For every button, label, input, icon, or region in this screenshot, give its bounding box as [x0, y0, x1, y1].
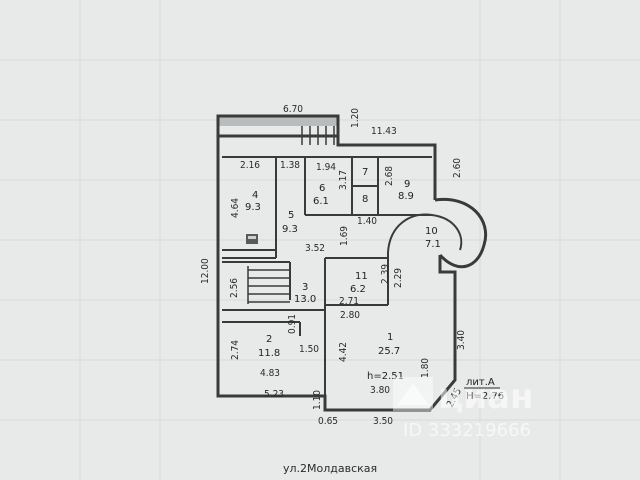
dim-r1-left: 4.42 — [338, 342, 349, 362]
outer-walls — [216, 114, 488, 412]
dim-bottom-mid: 3.50 — [373, 416, 393, 427]
room-1-number: 1 — [387, 332, 393, 343]
dim-r2-bottom: 4.83 — [260, 368, 280, 379]
dim-r1-bottom: 3.80 — [370, 385, 390, 396]
balcony-strip — [218, 116, 338, 126]
room-6-area: 6.1 — [313, 196, 329, 207]
balcony-outline — [216, 114, 340, 136]
room-5-number: 5 — [288, 210, 294, 221]
room-4-area: 9.3 — [245, 202, 261, 213]
room-11-number: 11 — [355, 271, 368, 282]
cian-logo-icon — [393, 377, 433, 411]
room-4-number: 4 — [252, 190, 258, 201]
staircase-room-3 — [247, 266, 290, 304]
room-9-number: 9 — [404, 179, 410, 190]
dim-left-total: 12.00 — [200, 258, 211, 284]
room-height-note: h=2.51 — [367, 371, 404, 382]
dim-r4-side: 4.64 — [230, 198, 241, 218]
room-2-area: 11.8 — [258, 348, 280, 359]
dim-notch-v: 1.10 — [312, 390, 323, 410]
dim-bottom-left: 5.23 — [264, 389, 284, 400]
dimension-labels: 6.70 1.20 11.43 2.16 1.38 1.94 2.60 4.64… — [200, 104, 467, 427]
boiler-symbol-inner — [248, 236, 256, 239]
dim-r2-right: 1.50 — [299, 344, 319, 355]
room-9-area: 8.9 — [398, 191, 414, 202]
watermark-id: ID 333219666 — [403, 420, 531, 441]
bay-wall — [434, 197, 488, 269]
room-10-area: 7.1 — [425, 239, 441, 250]
room-10-number: 10 — [425, 226, 438, 237]
dim-r11-right: 2.29 — [393, 268, 404, 288]
watermark-logo-text: циан — [438, 377, 533, 417]
floor-height-note: H=2.76 — [466, 391, 504, 402]
dim-r1-right: 3.40 — [456, 330, 467, 350]
dim-r4-top: 2.16 — [240, 160, 260, 171]
outer-wall-top — [218, 134, 437, 200]
room-labels: 1 25.7 2 11.8 3 13.0 4 9.3 5 9.3 6 6.1 7… — [245, 167, 441, 359]
room-8-number: 8 — [362, 194, 368, 205]
outer-wall-main — [216, 136, 457, 412]
dim-r1-diag: 1.80 — [420, 358, 431, 378]
dim-right-upper: 2.60 — [452, 158, 463, 178]
cian-watermark: циан ID 333219666 — [393, 377, 533, 441]
room-6-number: 6 — [319, 183, 325, 194]
staircase-top — [301, 126, 335, 145]
floor-label: лит.А — [466, 377, 495, 388]
dim-r1-top: 2.80 — [340, 310, 360, 321]
dim-top-small: 1.20 — [350, 108, 361, 128]
dim-top-width: 6.70 — [283, 104, 303, 115]
dim-r6-side: 3.17 — [338, 170, 349, 190]
dim-corr-h: 3.52 — [305, 243, 325, 254]
dim-r3-side: 2.56 — [229, 278, 240, 298]
dim-r11-side: 2.39 — [380, 264, 391, 284]
dim-r6-top: 1.94 — [316, 162, 336, 173]
dim-corr-v: 1.69 — [339, 226, 350, 246]
room-2-number: 2 — [266, 334, 272, 345]
room-3-area: 13.0 — [294, 294, 316, 305]
dim-notch-h: 0.65 — [318, 416, 338, 427]
dim-r11-bottom: 2.71 — [339, 296, 359, 307]
dim-r2-side: 2.74 — [230, 340, 241, 360]
dim-bottom-r6: 1.40 — [357, 216, 377, 227]
room-1-area: 25.7 — [378, 346, 400, 357]
room-11-area: 6.2 — [350, 284, 366, 295]
dim-r2-small: 0.91 — [287, 314, 298, 334]
dim-r8-side: 2.68 — [384, 166, 395, 186]
room-3-number: 3 — [302, 282, 308, 293]
dim-corr-top: 1.38 — [280, 160, 300, 171]
dim-top-right: 11.43 — [371, 126, 397, 137]
street-label: ул.2Молдавская — [283, 462, 377, 475]
room-5-area: 9.3 — [282, 224, 298, 235]
room-7-number: 7 — [362, 167, 368, 178]
